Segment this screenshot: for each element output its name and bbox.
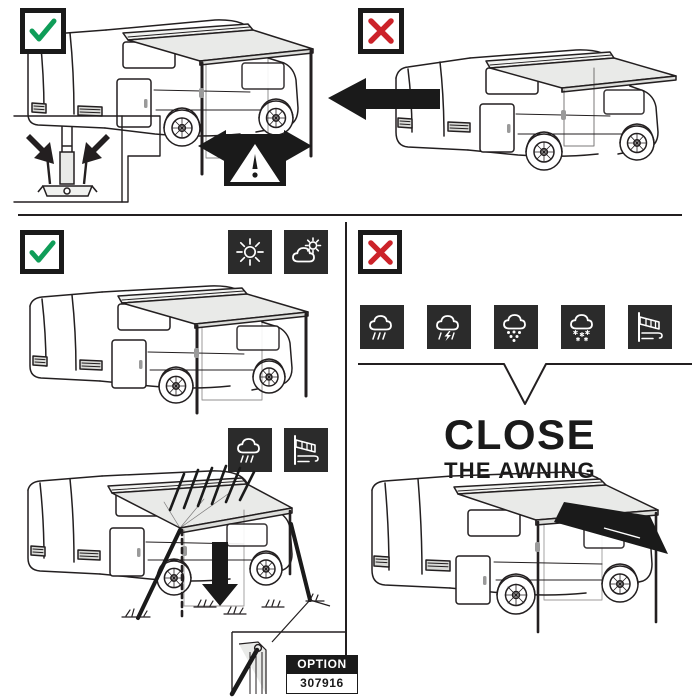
sun-icon: [236, 238, 264, 266]
weather-tile-strong-wind: [628, 305, 672, 349]
rain-cloud-icon: [237, 438, 260, 463]
close-instruction: CLOSE THE AWNING: [390, 414, 650, 482]
sun-behind-cloud-icon: [292, 237, 322, 263]
top-left-illustration: [10, 6, 345, 211]
option-code: 307916: [286, 674, 358, 694]
v-notch-pointer: [358, 358, 692, 410]
rain-cloud-icon: [369, 315, 392, 340]
weather-tile-rain: [360, 305, 404, 349]
sleet-cloud-icon: [503, 314, 526, 342]
windsock-icon: [294, 435, 319, 465]
top-right-illustration: [358, 6, 688, 206]
thunderstorm-cloud-icon: [436, 315, 459, 341]
option-label: OPTION: [286, 655, 358, 674]
weather-tile-rain-caution: [228, 428, 272, 472]
vertical-divider: [345, 222, 347, 694]
snow-cloud-icon: [570, 314, 593, 342]
left-pointing-arrow: [328, 76, 440, 124]
status-badge-allowed-bottom-left: [20, 230, 64, 274]
status-badge-allowed-top-left: [20, 8, 66, 54]
horizontal-divider: [18, 214, 682, 216]
check-icon: [29, 18, 57, 42]
close-subline: THE AWNING: [444, 458, 596, 483]
check-icon: [28, 239, 56, 263]
cross-icon: [367, 239, 393, 265]
weather-tile-partly-cloudy: [284, 230, 328, 274]
weather-tile-snow: [561, 305, 605, 349]
weather-tile-sleet: [494, 305, 538, 349]
leg-peg-detail: [26, 126, 110, 197]
windsock-icon: [638, 312, 663, 342]
cross-icon: [368, 18, 394, 44]
bottom-left-fair-weather-scene: [14, 278, 344, 415]
weather-tile-thunderstorm: [427, 305, 471, 349]
close-headline: CLOSE: [443, 411, 597, 458]
clearance-warning-graphic: [196, 118, 314, 190]
status-badge-forbidden-bottom-right: [358, 230, 402, 274]
weather-tile-wind-caution: [284, 428, 328, 472]
status-badge-forbidden-top-right: [358, 8, 404, 54]
bottom-left-rain-scene: [14, 464, 346, 697]
option-tag: OPTION 307916: [286, 655, 358, 694]
weather-tile-sunny: [228, 230, 272, 274]
bottom-right-closing-scene: [358, 471, 696, 637]
